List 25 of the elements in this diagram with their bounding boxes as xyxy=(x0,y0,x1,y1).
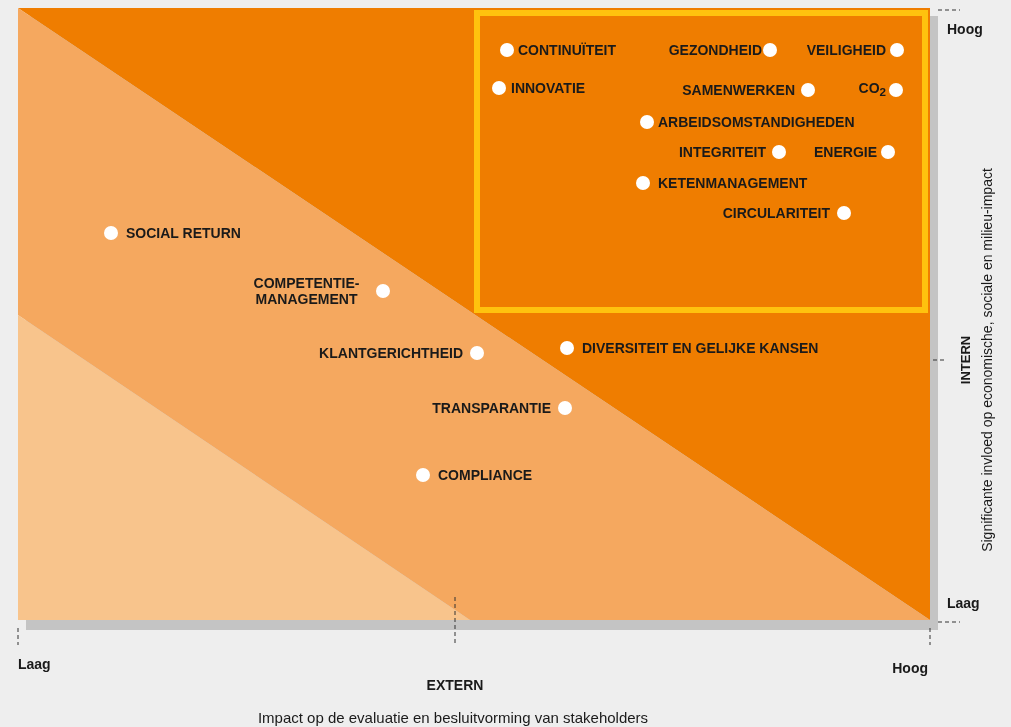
axis-end-label: Hoog xyxy=(892,660,928,676)
topic-label: SAMENWERKEN xyxy=(682,82,795,98)
topic-label: COMPLIANCE xyxy=(438,467,533,483)
topic-label: KETENMANAGEMENT xyxy=(658,175,808,191)
topic-label: ENERGIE xyxy=(814,144,877,160)
topic-label: ARBEIDSOMSTANDIGHEDEN xyxy=(658,114,855,130)
topic-label: CO$_{2}$ xyxy=(858,79,886,101)
axis-end-label: Laag xyxy=(947,595,980,611)
topic-label: CONTINUÏTEIT xyxy=(518,42,616,58)
topic-label: DIVERSITEIT EN GELIJKE KANSEN xyxy=(582,340,819,356)
topic-label: INNOVATIE xyxy=(511,80,586,96)
topic-label: COMPETENTIE- MANAGEMENT xyxy=(252,275,361,307)
axis-end-label: Laag xyxy=(18,656,51,672)
axis-end-label: Hoog xyxy=(947,21,983,37)
axis-title: INTERN xyxy=(957,335,973,385)
topic-label: CIRCULARITEIT xyxy=(722,205,830,221)
axis-title: EXTERN xyxy=(426,677,484,693)
axis-description: Significante invloed op economische, sociale en milieu-impact xyxy=(979,168,995,552)
topic-label: GEZONDHEID xyxy=(668,42,762,58)
topic-label: TRANSPARANTIE xyxy=(432,400,551,416)
topic-label: SOCIAL RETURN xyxy=(126,225,241,241)
topic-label: KLANTGERICHTHEID xyxy=(319,345,463,361)
axis-description: Impact op de evaluatie en besluitvorming van stakeholders xyxy=(257,709,649,726)
topic-label: VEILIGHEID xyxy=(806,42,886,58)
topic-label: INTEGRITEIT xyxy=(678,144,766,160)
